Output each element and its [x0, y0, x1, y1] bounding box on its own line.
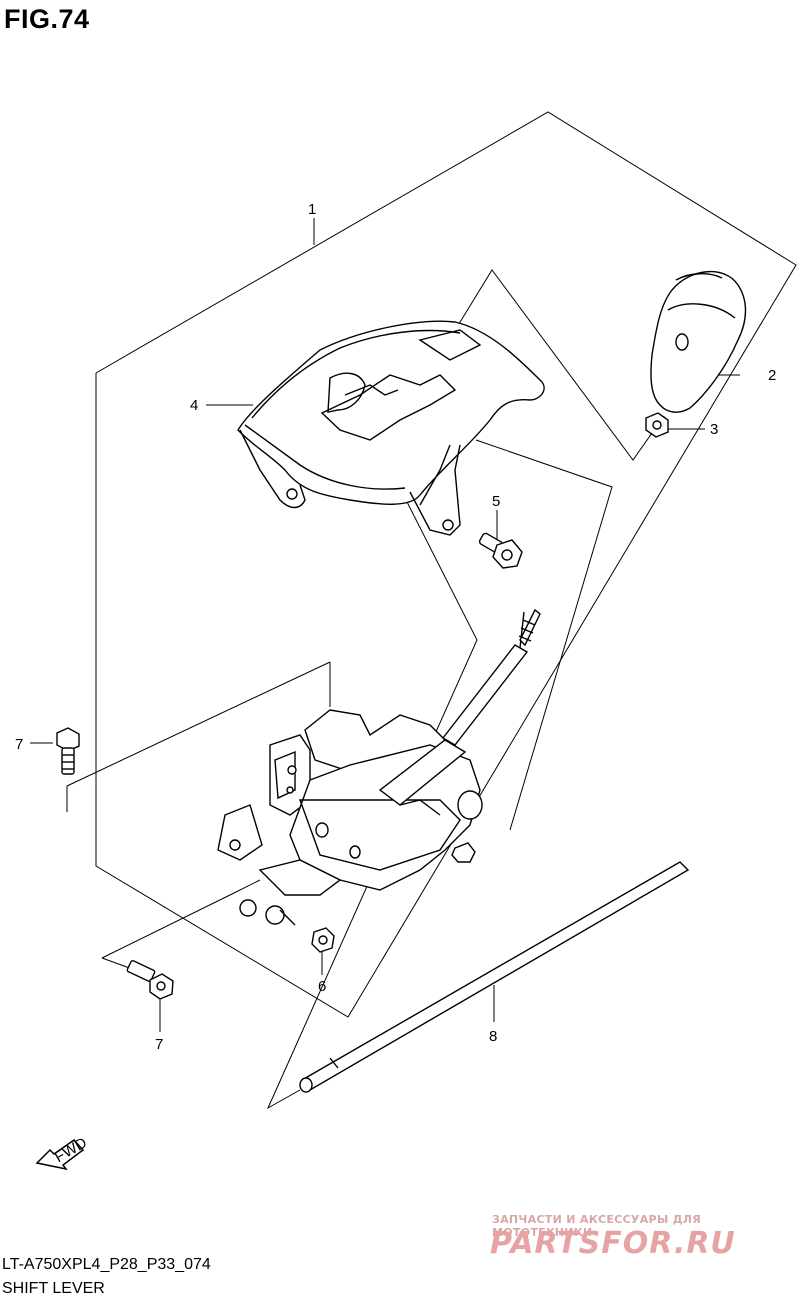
shift-mechanism-bracket: [217, 709, 483, 926]
shift-knob: [650, 271, 747, 413]
watermark-brand: PARTSFOR.RU: [490, 1226, 736, 1261]
callout-numbers: 1 2 3 4 5 6 7 7 8: [15, 201, 776, 1053]
watermark-tagline: ЗАПЧАСТИ И АКСЕССУАРЫ ДЛЯ МОТОТЕХНИКИ: [492, 1213, 702, 1239]
figure-name: SHIFT LEVER: [2, 1280, 105, 1297]
callout-7-lower: 7: [155, 1036, 163, 1053]
fwd-arrow-icon: FWD: [35, 1134, 90, 1171]
fwd-label: FWD: [52, 1134, 90, 1166]
bracket-bolt-upper: [56, 727, 80, 775]
leader-lines: [30, 218, 740, 1110]
lever-nut: [311, 927, 335, 953]
figure-title: FIG.74: [4, 4, 90, 34]
callout-4: 4: [190, 397, 198, 414]
shift-rod: [441, 608, 541, 746]
callout-6: 6: [318, 978, 326, 995]
shift-gate-cover: [237, 320, 545, 536]
bracket-bolt-lower: [126, 960, 174, 1000]
callout-2: 2: [768, 367, 776, 384]
callout-7-upper: 7: [15, 736, 23, 753]
callout-3: 3: [710, 421, 718, 438]
figure-code: LT-A750XPL4_P28_P33_074: [2, 1256, 211, 1273]
assembly-outline: [95, 111, 797, 1018]
callout-1: 1: [308, 201, 316, 218]
callout-5: 5: [492, 493, 500, 510]
knob-nut: [645, 412, 669, 438]
callout-8: 8: [489, 1028, 497, 1045]
pivot-bolt: [478, 532, 523, 569]
long-shift-rod: [299, 861, 690, 1093]
